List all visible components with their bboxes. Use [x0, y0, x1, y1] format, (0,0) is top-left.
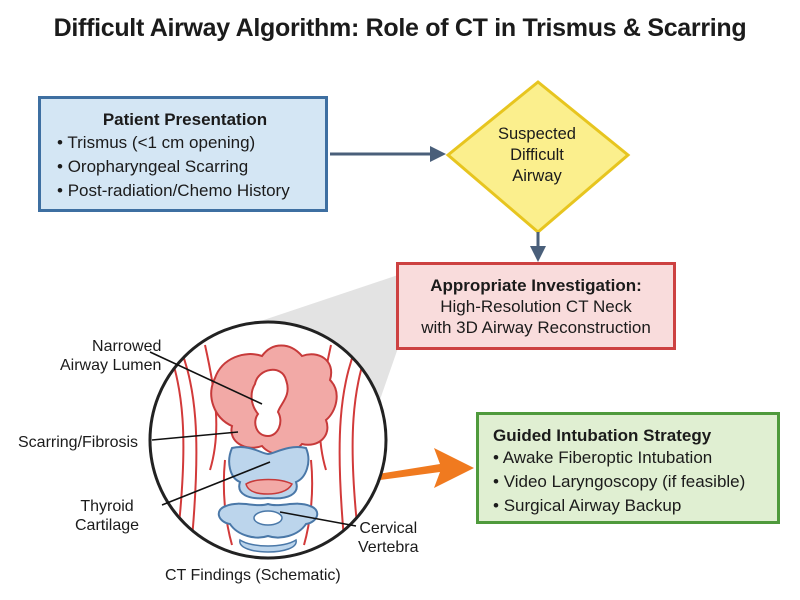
ct-caption: CT Findings (Schematic) [165, 567, 341, 584]
label-narrowed-airway-lumen: Narrowed Airway Lumen [60, 337, 161, 375]
label-line: Airway Lumen [60, 357, 162, 374]
label-thyroid-cartilage: Thyroid Cartilage [75, 497, 139, 535]
presentation-item: Post-radiation/Chemo History [57, 179, 313, 203]
strategy-item: Video Laryngoscopy (if feasible) [493, 470, 767, 494]
investigation-line: High-Resolution CT Neck [440, 297, 632, 316]
label-line: Cartilage [75, 517, 140, 534]
diamond-line: Airway [512, 167, 562, 185]
label-line: Cervical [359, 520, 418, 537]
orange-arrow [378, 448, 474, 488]
label-scarring-fibrosis: Scarring/Fibrosis [18, 434, 139, 451]
diamond-line: Suspected [498, 125, 576, 143]
ct-schematic [148, 320, 388, 560]
investigation-heading: Appropriate Investigation: [430, 276, 642, 295]
strategy-item: Awake Fiberoptic Intubation [493, 446, 767, 470]
label-line: Thyroid [80, 498, 134, 515]
arrow-presentation-to-diamond [330, 146, 446, 162]
suspected-difficult-airway-text: Suspected Difficult Airway [470, 124, 604, 187]
diamond-line: Difficult [510, 146, 564, 164]
label-line: Narrowed [92, 338, 162, 355]
label-line: Vertebra [358, 539, 419, 556]
investigation-line: with 3D Airway Reconstruction [421, 318, 651, 337]
intubation-strategy-box: Guided Intubation Strategy Awake Fiberop… [476, 412, 780, 524]
presentation-item: Trismus (<1 cm opening) [57, 131, 313, 155]
arrow-diamond-to-investigation [530, 232, 546, 262]
investigation-box: Appropriate Investigation: High-Resoluti… [396, 262, 676, 350]
ct-circle-outline [148, 320, 388, 560]
airway-lumen [250, 369, 289, 438]
patient-presentation-box: Patient Presentation Trismus (<1 cm open… [38, 96, 328, 212]
label-cervical-vertebra: Cervical Vertebra [358, 519, 418, 557]
leader-lines [149, 351, 357, 527]
presentation-item: Oropharyngeal Scarring [57, 155, 313, 179]
strategy-item: Surgical Airway Backup [493, 494, 767, 518]
presentation-heading: Patient Presentation [102, 110, 268, 129]
diagram-title: Difficult Airway Algorithm: Role of CT i… [53, 14, 747, 42]
strategy-heading: Guided Intubation Strategy [493, 426, 712, 445]
